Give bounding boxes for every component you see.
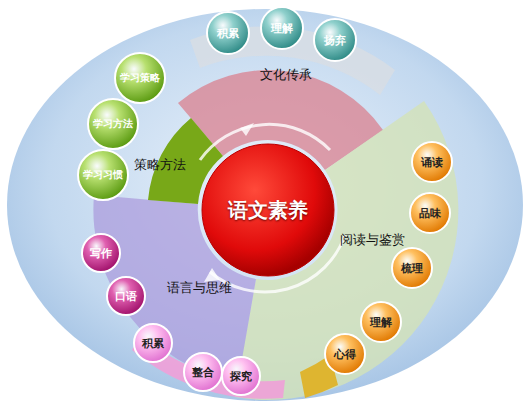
topic-circle: 诵读 — [410, 140, 454, 184]
node-text: 口语 — [115, 289, 137, 304]
node-text: 心得 — [334, 347, 356, 362]
topic-circle: 梳理 — [390, 246, 434, 290]
topic-circle: 理解 — [359, 300, 403, 344]
node-text: 梳理 — [401, 261, 423, 276]
topic-circle: 学习习惯 — [76, 148, 130, 202]
topic-circle: 学习策略 — [113, 51, 167, 105]
topic-circle: 学习方法 — [86, 97, 140, 151]
center-circle: 语文素养 — [200, 142, 336, 278]
topic-circle: 理解 — [259, 5, 305, 51]
ring-arrowhead — [240, 123, 254, 136]
sector-label: 策略方法 — [134, 156, 186, 174]
node-text: 学习策略 — [120, 71, 160, 85]
node-text: 写作 — [90, 246, 112, 261]
sector-label: 阅读与鉴赏 — [340, 231, 405, 249]
ring-arrowhead — [204, 268, 220, 282]
node-text: 学习习惯 — [83, 168, 123, 182]
topic-circle: 写作 — [80, 232, 122, 274]
node-text: 语文素养 — [228, 197, 308, 224]
node-text: 积累 — [217, 26, 239, 41]
node-text: 学习方法 — [93, 117, 133, 131]
topic-circle: 心得 — [323, 332, 367, 376]
node-text: 品味 — [419, 206, 441, 221]
topic-circle: 探究 — [220, 355, 262, 397]
topic-circle: 口语 — [105, 275, 147, 317]
topic-circle: 品味 — [408, 191, 452, 235]
node-text: 探究 — [230, 369, 252, 384]
topic-circle: 积累 — [205, 10, 251, 56]
node-text: 理解 — [271, 21, 293, 36]
node-text: 诵读 — [421, 155, 443, 170]
topic-circle: 整合 — [182, 351, 224, 393]
topic-circle: 积累 — [132, 322, 174, 364]
topic-circle: 扬弃 — [312, 17, 358, 63]
node-text: 积累 — [142, 336, 164, 351]
sector-label: 语言与思维 — [167, 279, 232, 297]
outer-ellipse — [7, 9, 523, 401]
node-text: 理解 — [370, 315, 392, 330]
node-text: 扬弃 — [324, 33, 346, 48]
node-text: 整合 — [192, 365, 214, 380]
sector-label: 文化传承 — [260, 66, 312, 84]
pink-strip — [132, 335, 285, 399]
